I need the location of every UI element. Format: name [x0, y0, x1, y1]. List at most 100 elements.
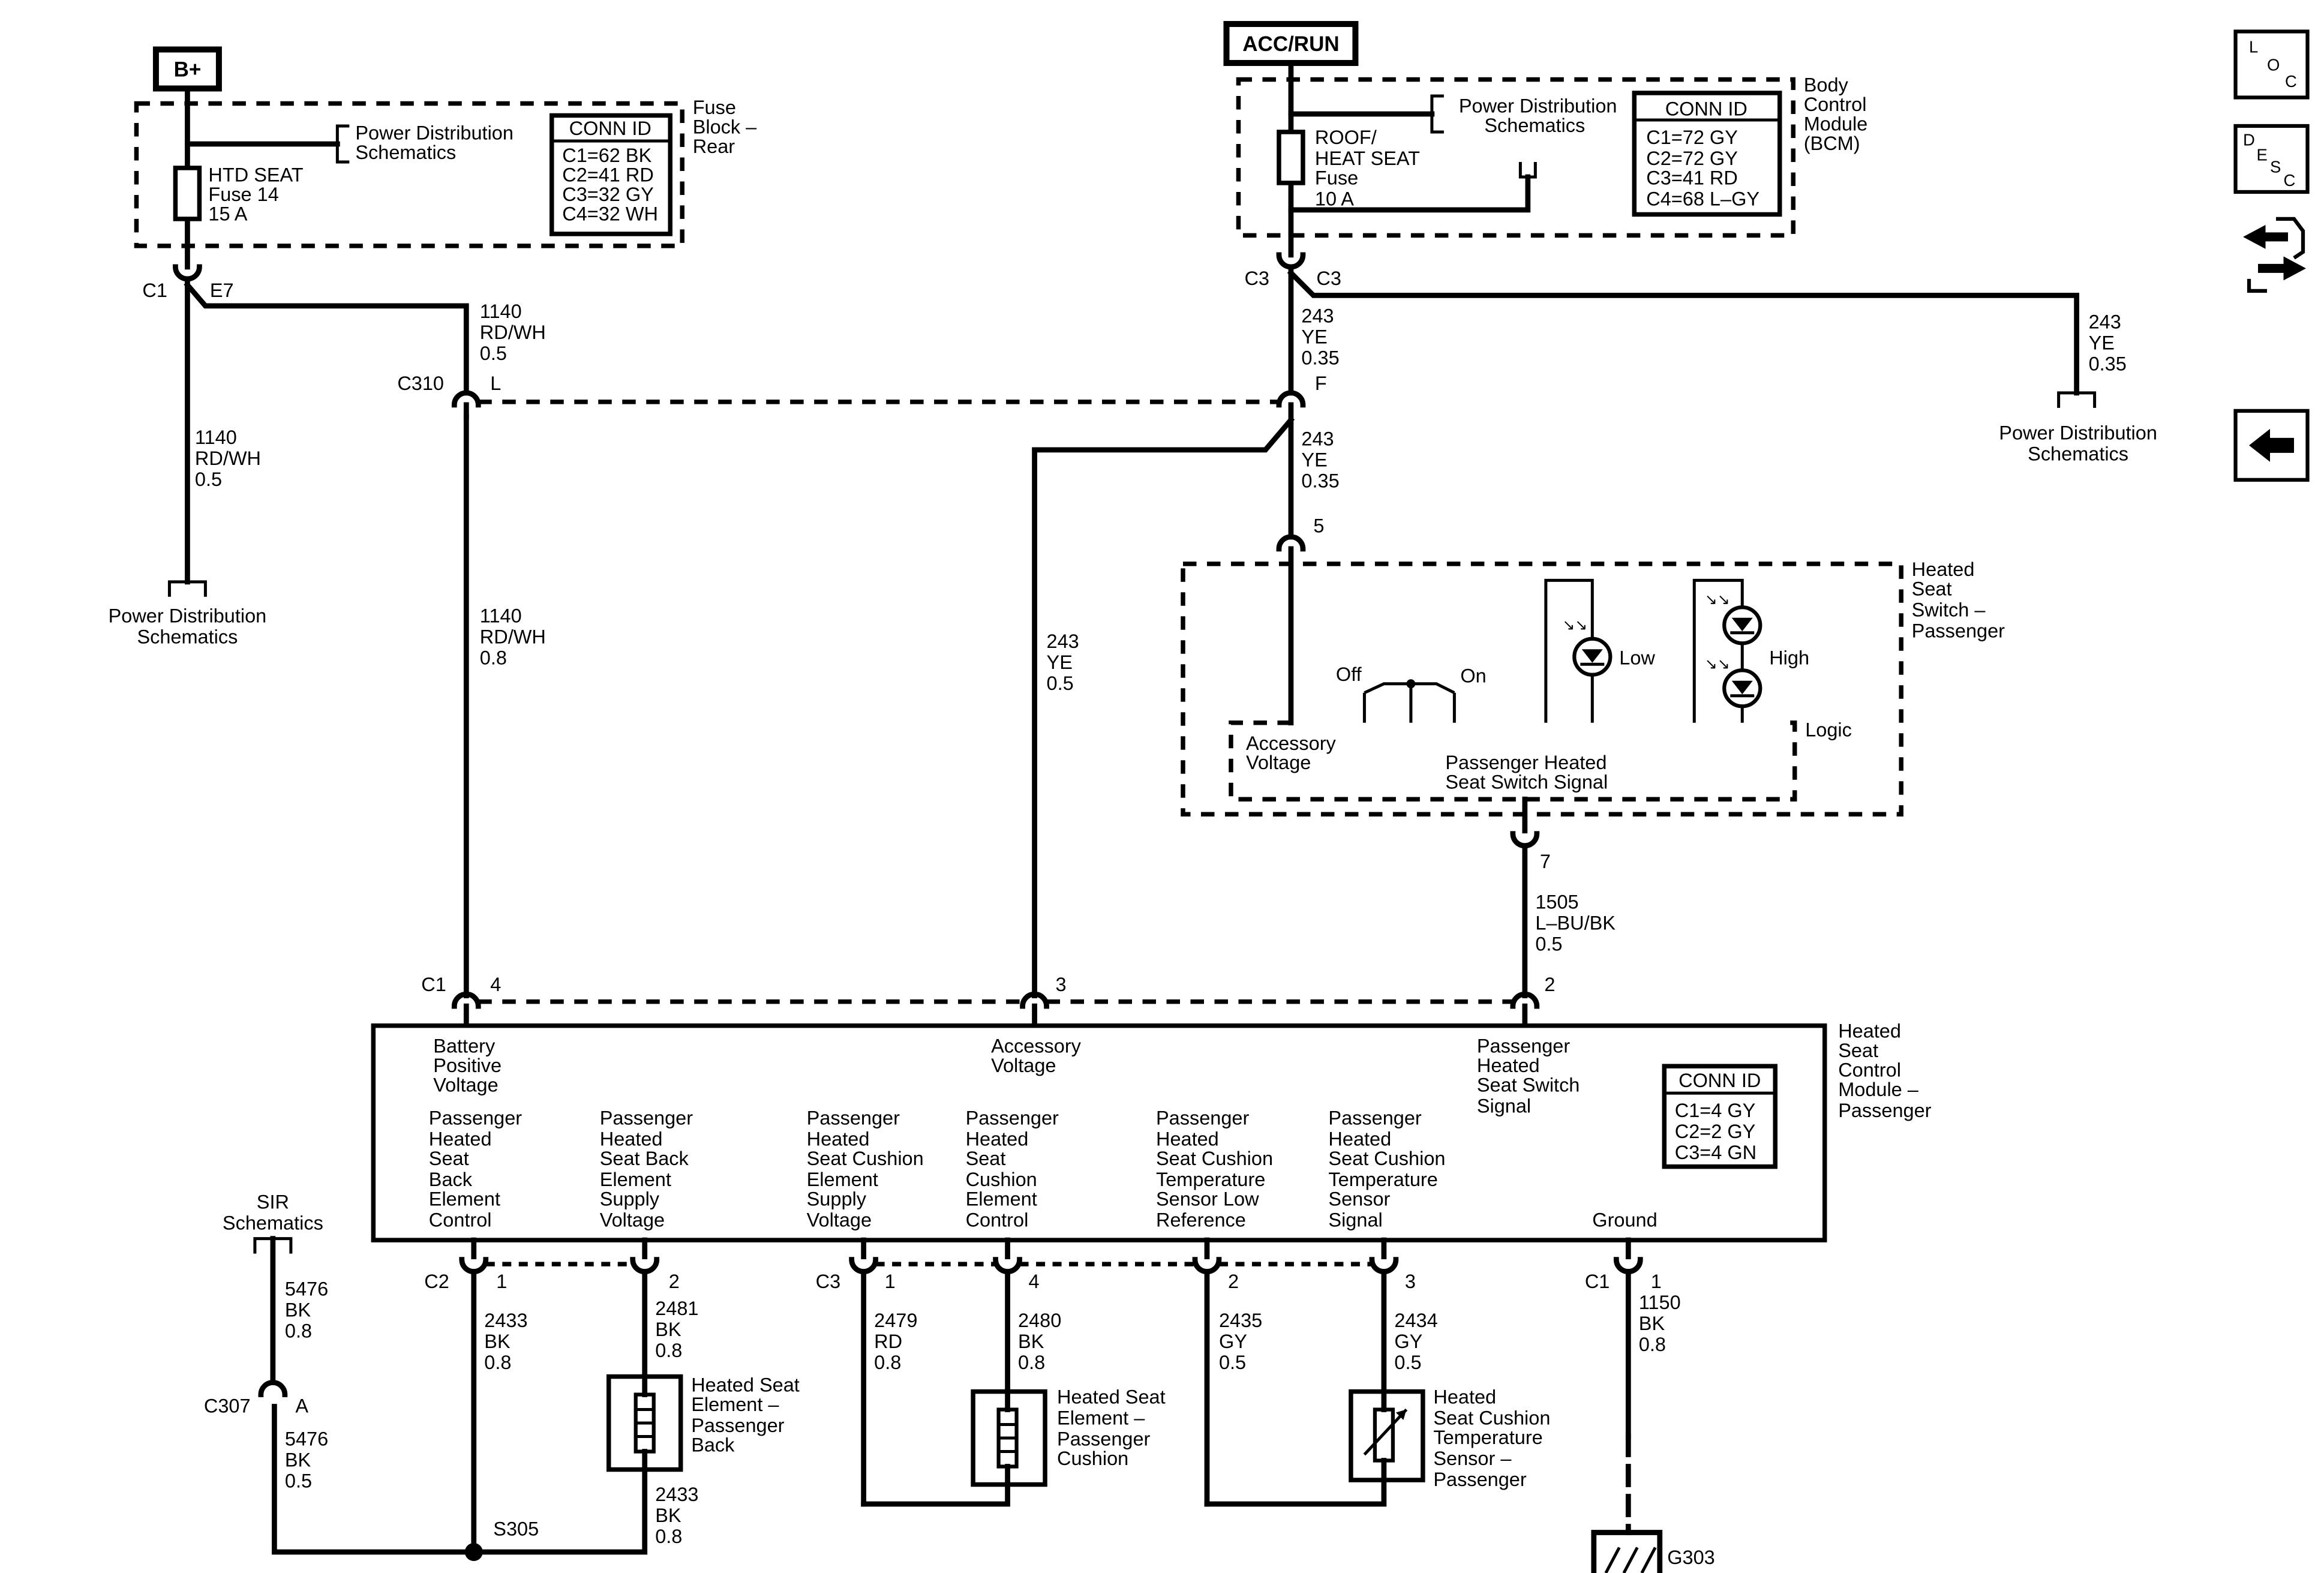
description-button[interactable]: D E S C: [2233, 124, 2310, 194]
heated-seat-control-module: Heated Seat Control Module – Passenger B…: [371, 1020, 1932, 1242]
led-icon: ↘↘: [1705, 591, 1730, 608]
conn-id-row: C2=72 GY: [1646, 148, 1738, 169]
module-pin-label: Heated: [1156, 1128, 1219, 1150]
accessory-voltage-label: Voltage: [1246, 752, 1311, 773]
wire-1140-size: 0.5: [480, 343, 507, 364]
battery-voltage-label: Battery: [433, 1035, 496, 1057]
wire-2433-color: BK: [484, 1331, 511, 1352]
switch-name-4: Passenger: [1912, 620, 2005, 641]
ref-label: Schematics: [137, 626, 238, 647]
connector-pin-label: L: [490, 373, 501, 394]
connector-label: C307: [204, 1395, 251, 1417]
connector-c310: C310 L: [397, 373, 501, 420]
fuse-block-conn-id-table: CONN ID C1=62 BK C2=41 RD C3=32 GY C4=32…: [550, 113, 672, 236]
wire-243-color: YE: [1047, 652, 1073, 673]
splice-s305: S305: [464, 1518, 539, 1562]
module-pin-label: Sensor Low: [1156, 1188, 1259, 1210]
module-conn-id-table: CONN ID C1=4 GY C2=2 GY C3=4 GN: [1662, 1064, 1777, 1169]
module-pin-label: Passenger: [966, 1107, 1059, 1129]
module-pin-label: Temperature: [1328, 1169, 1437, 1190]
wire-2479-label: 2479: [874, 1310, 917, 1331]
component-label: Element –: [1057, 1407, 1145, 1429]
wire-2481-size: 0.8: [655, 1340, 682, 1361]
description-icon: E: [2257, 145, 2268, 164]
location-icon: L: [2249, 37, 2258, 56]
wire-1505-size: 0.5: [1535, 933, 1562, 955]
location-icon: C: [2285, 72, 2297, 91]
switch-signal-label: Signal: [1477, 1095, 1531, 1117]
component-label: Heated Seat: [1057, 1386, 1166, 1408]
location-button[interactable]: L O C: [2233, 29, 2310, 100]
conn-id-row: C4=32 WH: [562, 203, 658, 224]
wire-2433-label: 2433: [484, 1310, 527, 1331]
connector-pin-label: F: [1315, 373, 1327, 394]
splice-label: S305: [493, 1518, 539, 1540]
bcm-name-3: Module: [1804, 113, 1868, 134]
component-label: Cushion: [1057, 1448, 1128, 1469]
htd-seat-fuse-label-1: HTD SEAT: [208, 164, 303, 185]
wire-1505-label: 1505: [1535, 891, 1578, 913]
module-pin-label: Supply: [807, 1188, 867, 1210]
heated-seat-switch-passenger: Heated Seat Switch – Passenger Logic Acc…: [1181, 559, 2005, 834]
connector-label: C1: [1585, 1271, 1610, 1292]
roof-fuse-label-3: Fuse: [1315, 167, 1358, 188]
ref-label: SIR: [257, 1191, 289, 1213]
module-pin-label: Control: [429, 1209, 492, 1231]
wire-1140-color: RD/WH: [480, 626, 546, 647]
component-label: Temperature: [1433, 1427, 1542, 1448]
power-distribution-ref-left[interactable]: Power Distribution Schematics: [109, 580, 267, 647]
wire-2481-color: BK: [655, 1319, 681, 1340]
low-indicator: ↘↘ Low: [1544, 578, 1655, 723]
acc-run-label: ACC/RUN: [1242, 32, 1339, 56]
roof-fuse-label-2: HEAT SEAT: [1315, 148, 1420, 169]
module-pin-label: Reference: [1156, 1209, 1246, 1231]
module-pin-label: Supply: [600, 1188, 660, 1210]
switch-name-3: Switch –: [1912, 599, 1986, 620]
body-control-module: Body Control Module (BCM) Power Distribu…: [1236, 60, 1868, 258]
module-pin-label: Passenger: [1328, 1107, 1421, 1129]
module-pin-label: Signal: [1328, 1209, 1382, 1231]
temp-low-reference-label: Passenger Heated Seat Cushion Temperatur…: [1156, 1107, 1273, 1231]
conn-id-row: C3=32 GY: [562, 184, 654, 205]
module-pin-label: Voltage: [807, 1209, 872, 1231]
connector-pin-label: 2: [1228, 1271, 1239, 1292]
ground-label: G303: [1667, 1547, 1715, 1568]
connector-label: C310: [397, 373, 444, 394]
connector-c307: C307 A: [204, 1380, 308, 1417]
module-pin-label: Passenger: [429, 1107, 522, 1129]
module-pin-label: Heated: [807, 1128, 870, 1150]
back-button[interactable]: [2233, 409, 2310, 482]
acc-run-power-source: ACC/RUN: [1223, 20, 1359, 66]
conn-id-row: C2=2 GY: [1675, 1121, 1756, 1142]
battery-voltage-label: Positive: [433, 1055, 502, 1076]
led-icon: ↘↘: [1562, 617, 1587, 634]
connector-pin-label: 4: [490, 974, 501, 995]
heated-seat-element-back: Heated Seat Element – Passenger Back: [606, 1374, 800, 1472]
wire-5476-label: 5476: [285, 1278, 328, 1300]
bcm-ref-1: Power Distribution: [1459, 95, 1617, 116]
wire-1140-color: RD/WH: [480, 322, 546, 343]
component-label: Passenger: [1433, 1469, 1526, 1490]
module-pin-label: Passenger: [600, 1107, 693, 1129]
conn-id-title: CONN ID: [569, 118, 651, 139]
wire-1140-size: 0.8: [480, 647, 507, 668]
back-supply-label: Passenger Heated Seat Back Element Suppl…: [600, 1107, 693, 1231]
module-pin-label: Element: [807, 1169, 878, 1190]
wire-2433-size: 0.8: [655, 1526, 682, 1547]
connector-pin-label: 3: [1056, 974, 1067, 995]
conn-id-title: CONN ID: [1665, 98, 1747, 119]
wire-1140-color: RD/WH: [195, 448, 261, 469]
high-label: High: [1769, 647, 1809, 668]
connector-label: C2: [424, 1271, 449, 1292]
connector-label: C1: [421, 974, 446, 995]
fuse-block-name-1: Fuse: [693, 97, 736, 118]
connector-module-c1-ground: C1 1: [1585, 1237, 1662, 1292]
wire-2479-size: 0.8: [874, 1352, 901, 1373]
sir-schematics-ref[interactable]: SIR Schematics: [223, 1191, 323, 1254]
connector-f: F: [1276, 373, 1327, 408]
power-distribution-ref-right[interactable]: Power Distribution Schematics: [1999, 391, 2157, 464]
battery-voltage-label: Voltage: [433, 1074, 498, 1096]
connector-info-button[interactable]: [2243, 217, 2307, 293]
component-label: Back: [691, 1434, 735, 1456]
